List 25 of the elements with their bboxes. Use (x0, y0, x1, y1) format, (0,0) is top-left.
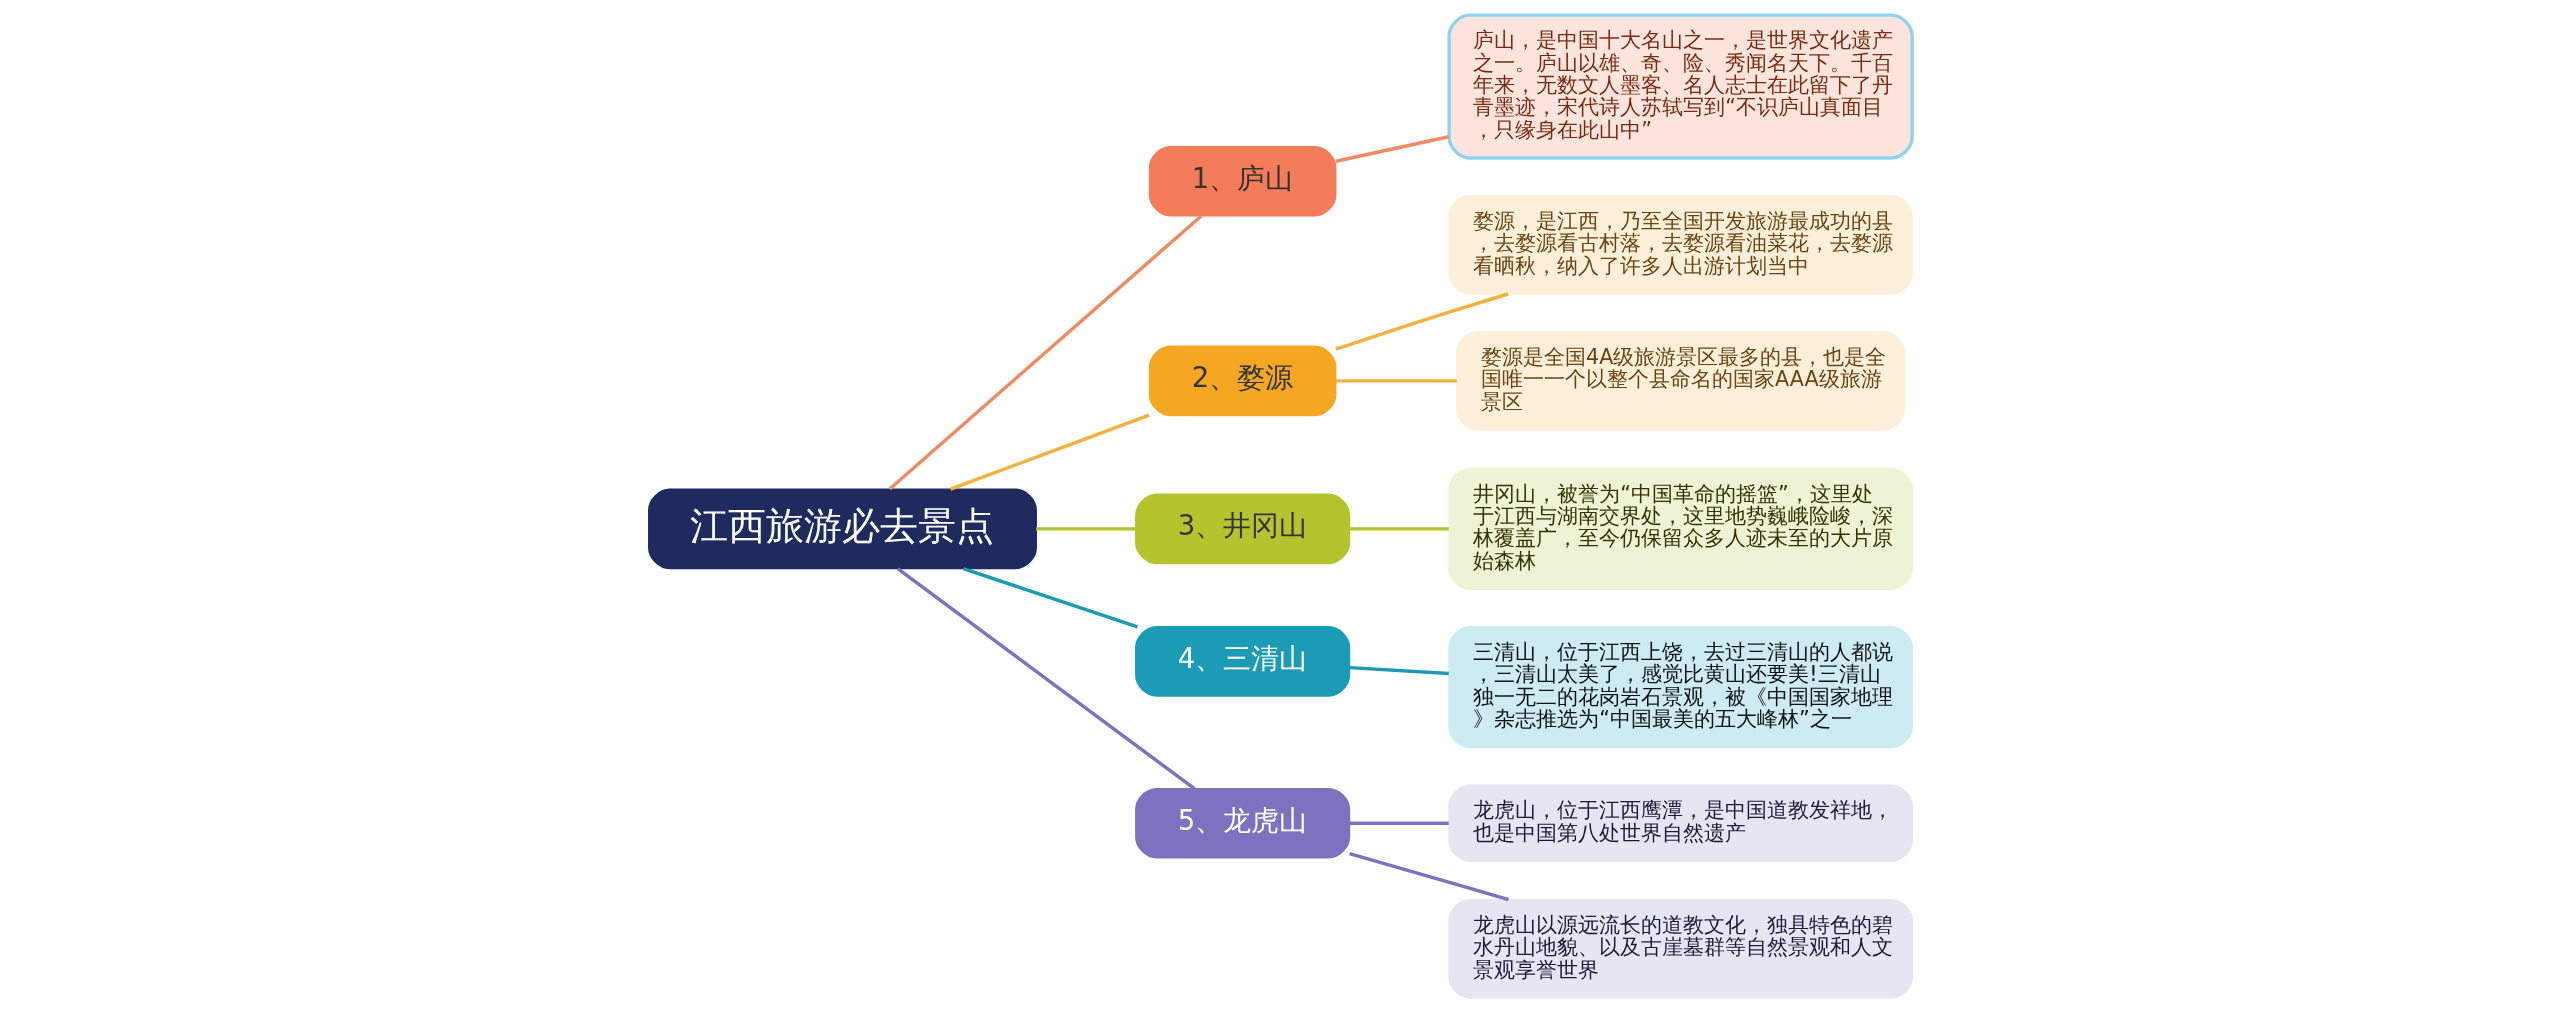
node-box: 井冈山，被誉为“中国革命的摇篮”，这里处于江西与湖南交界处，这里地势巍峨险峻，深林覆盖广，至今仍保留众多人迹未至的大片原始森林 (1447, 467, 1913, 590)
connector (888, 214, 1202, 491)
connector (1335, 135, 1449, 163)
connector (896, 567, 1195, 791)
connector (1349, 821, 1449, 825)
node-box: 三清山，位于江西上饶，去过三清山的人都说，三清山太美了，感觉比黄山还要美!三清山独一无二的花岗岩石景观，被《中国国家地理》杂志推选为“中国最美的五大峰林”之一 (1447, 626, 1913, 749)
node-box: 5、龙虎山 (1134, 787, 1350, 859)
connector (1348, 665, 1449, 676)
node-box: 1、庐山 (1148, 145, 1336, 217)
node-box: 龙虎山以源远流长的道教文化，独具特色的碧水丹山地貌、以及古崖墓群等自然景观和人文景观享誉世界 (1447, 898, 1913, 999)
connector (1335, 379, 1457, 383)
connector (1334, 292, 1509, 351)
node-box: 庐山，是中国十大名山之一，是世界文化遗产之一。庐山以雄、奇、险、秀闻名天下。千百年来，无数文人墨客、名人志士在此留下了丹青墨迹，宋代诗人苏轼写到“不识庐山真面目，只缘身在此山中” (1446, 13, 1914, 160)
node-box: 3、井冈山 (1134, 493, 1350, 565)
connector (1349, 527, 1449, 531)
node-box: 龙虎山，位于江西鹰潭，是中国道教发祥地，也是中国第八处世界自然遗产 (1447, 784, 1913, 862)
connector (1348, 851, 1509, 902)
connector (962, 567, 1138, 629)
node-box: 4、三清山 (1134, 626, 1350, 697)
node-box: 江西旅游必去景点 (647, 488, 1037, 570)
node-box: 婺源是全国4A级旅游景区最多的县，也是全国唯一一个以整个县命名的国家AAA级旅游景区 (1455, 330, 1905, 431)
connector (949, 413, 1150, 491)
node-box: 婺源，是江西，乃至全国开发旅游最成功的县，去婺源看古村落，去婺源看油菜花，去婺源看晒秋，纳入了许多人出游计划当中 (1447, 195, 1913, 295)
connector (1035, 527, 1135, 531)
node-box: 2、婺源 (1148, 345, 1336, 417)
